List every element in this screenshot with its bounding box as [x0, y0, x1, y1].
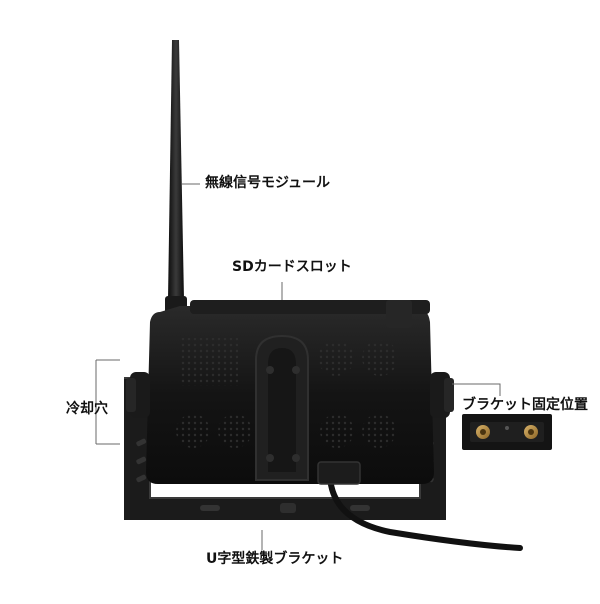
cooling-vent: [362, 340, 398, 376]
cooling-vent: [318, 340, 354, 376]
monitor-body: [146, 300, 434, 485]
leader-lines: [95, 183, 501, 550]
bracket-knob-left: [126, 372, 150, 418]
power-cable: [327, 473, 523, 551]
cooling-vent: [176, 414, 210, 448]
sd-card-slot: [190, 300, 430, 314]
bracket-position-detail: [462, 414, 552, 450]
cooling-vent: [320, 414, 354, 448]
label-bracket-position: ブラケット固定位置: [462, 397, 588, 413]
label-u-bracket: U字型鉄製ブラケット: [206, 551, 344, 567]
cooling-vent: [180, 338, 238, 386]
label-sd-card-slot: SDカードスロット: [232, 259, 352, 275]
antenna: [162, 40, 190, 330]
label-antenna: 無線信号モジュール: [205, 175, 331, 191]
cooling-vent: [218, 414, 252, 448]
bracket-knob-right: [430, 372, 454, 418]
label-cooling-vent: 冷却穴: [66, 401, 108, 417]
cooling-vent: [362, 414, 396, 448]
